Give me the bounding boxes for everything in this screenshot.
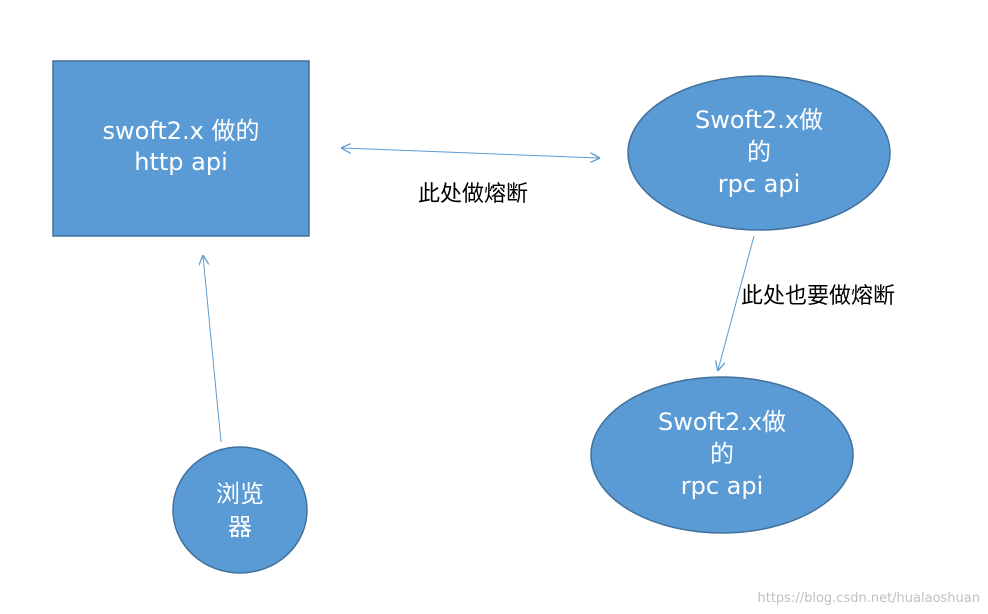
browser-line-1: 浏览 (216, 480, 264, 508)
rpc-api-bottom-line-3: rpc api (681, 472, 764, 500)
browser-node: 浏览 器 (172, 446, 308, 574)
rpc-api-top-node: Swoft2.x做 的 rpc api (627, 75, 891, 231)
rpc-api-bottom-line-2: 的 (710, 440, 734, 468)
watermark-text: https://blog.csdn.net/hualaoshuan (758, 591, 981, 606)
edge-rpc-rpc (718, 235, 755, 370)
http-api-node: swoft2.x 做的 http api (52, 60, 310, 237)
rpc-api-top-line-3: rpc api (718, 170, 801, 198)
edge-browser-http (203, 256, 222, 443)
rpc-api-top-line-1: Swoft2.x做 (695, 106, 823, 134)
rpc-api-bottom-node: Swoft2.x做 的 rpc api (590, 376, 854, 534)
http-api-line-2: http api (134, 148, 228, 176)
http-api-line-1: swoft2.x 做的 (103, 117, 260, 145)
browser-line-2: 器 (228, 513, 252, 541)
edge-http-rpc (342, 148, 599, 158)
edge-label-rpc-rpc: 此处也要做熔断 (741, 284, 895, 309)
edge-label-http-rpc: 此处做熔断 (418, 182, 528, 207)
rpc-api-top-line-2: 的 (747, 138, 771, 166)
rpc-api-bottom-line-1: Swoft2.x做 (658, 408, 786, 436)
